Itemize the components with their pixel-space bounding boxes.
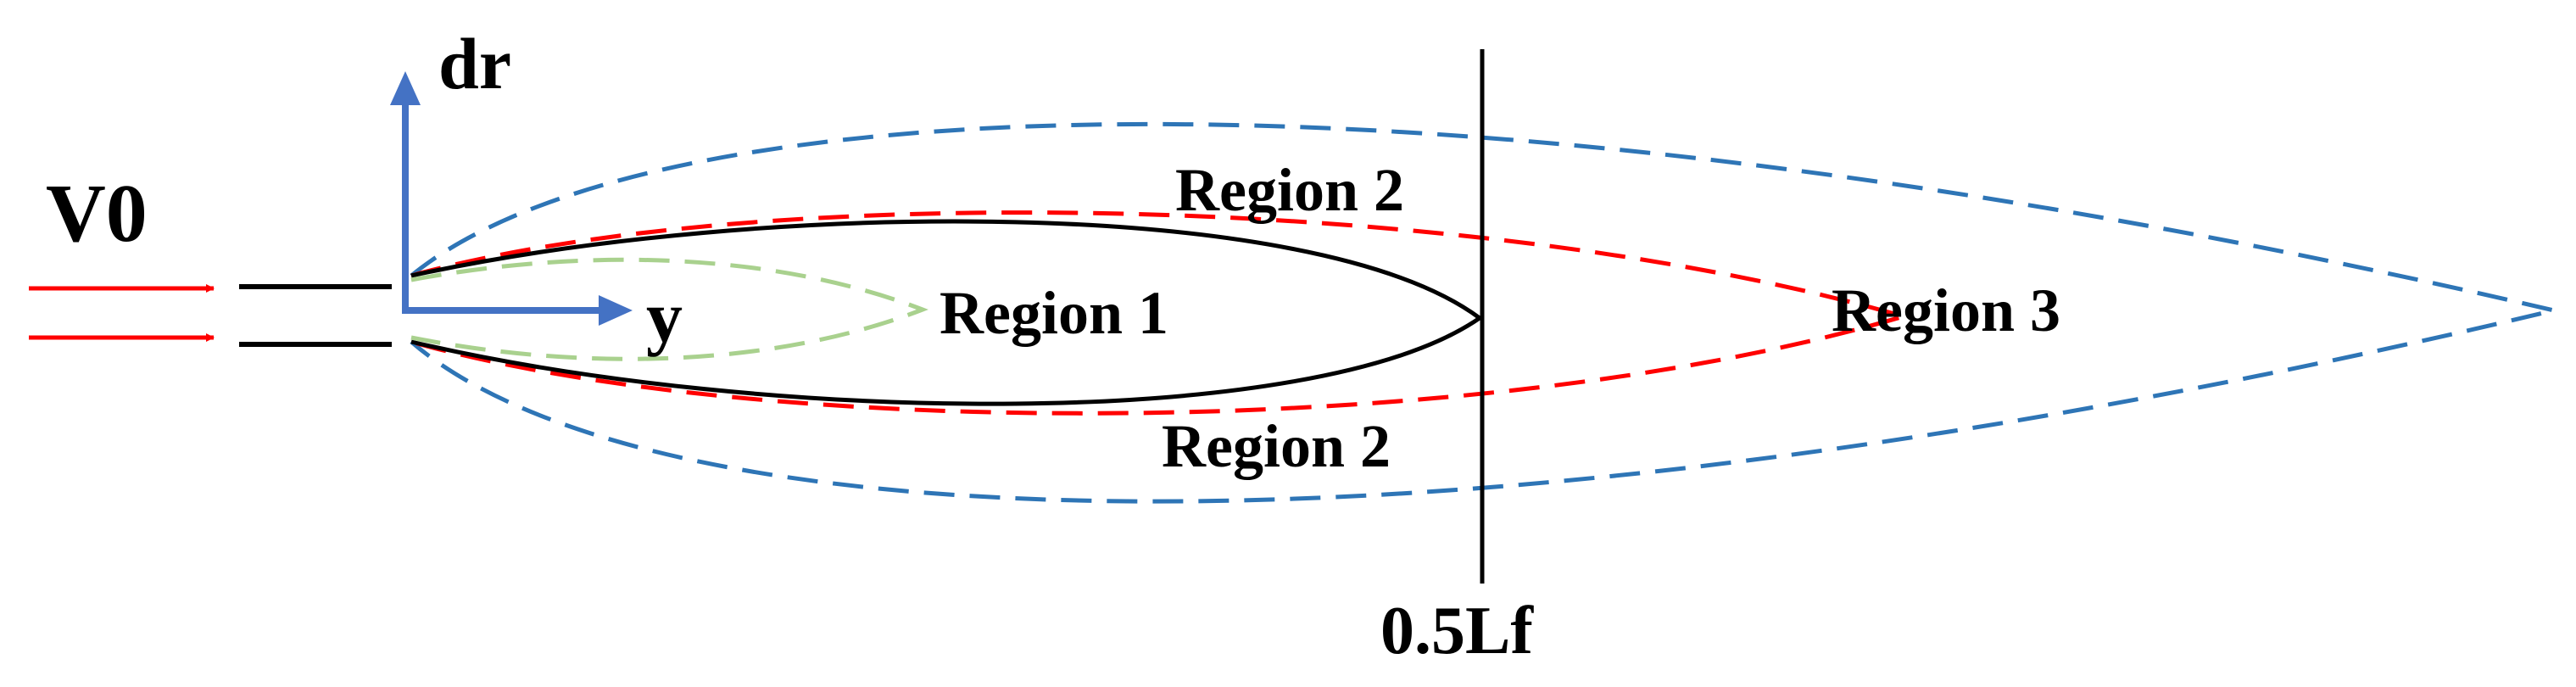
region2-bottom-label: Region 2 xyxy=(1162,412,1391,480)
flame-front-boundary xyxy=(410,219,1484,406)
mid-boundary xyxy=(410,210,1911,416)
region3-label: Region 3 xyxy=(1832,276,2060,344)
radial-axis-arrowhead xyxy=(390,71,421,105)
region1-label: Region 1 xyxy=(940,279,1168,347)
axial-axis-arrowhead xyxy=(599,295,633,326)
outer-boundary xyxy=(410,121,2555,504)
half-flame-length-label: 0.5Lf xyxy=(1380,594,1534,668)
inlet-velocity-label: V0 xyxy=(46,168,148,260)
radial-axis-label: dr xyxy=(438,23,511,104)
inner-core-boundary xyxy=(410,257,928,361)
region2-top-label: Region 2 xyxy=(1175,156,1404,224)
axial-axis-label: y xyxy=(646,276,683,357)
